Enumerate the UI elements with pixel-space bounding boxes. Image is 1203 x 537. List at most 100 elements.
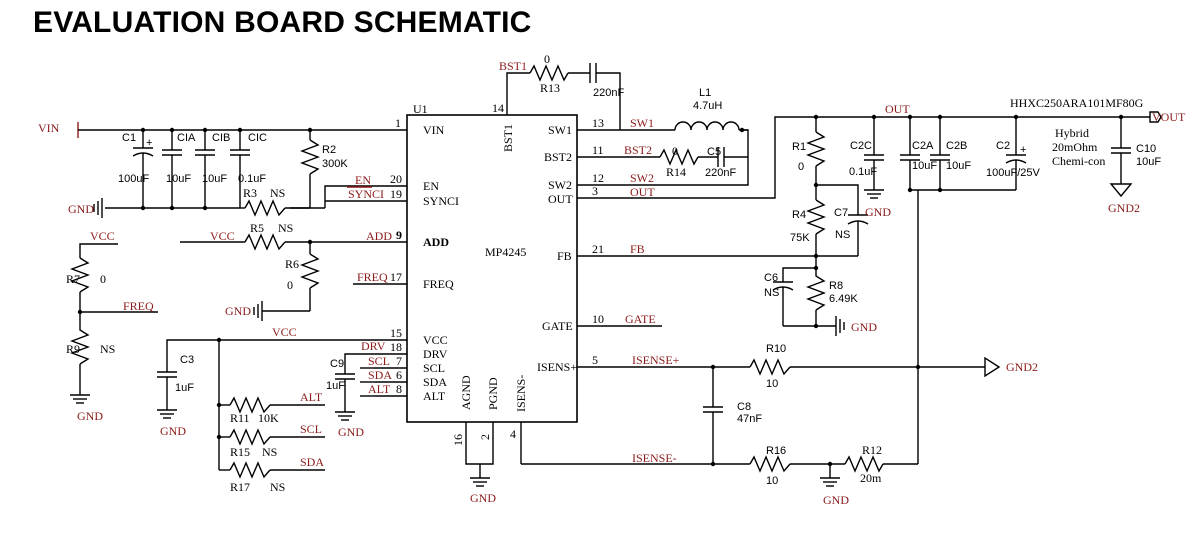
- freq-pin-label: FREQ: [357, 270, 388, 284]
- pin-name-alt: ALT: [423, 389, 446, 403]
- hybrid-note-3: Chemi-con: [1052, 154, 1105, 168]
- pin-num-2: 2: [478, 434, 492, 440]
- pin-name-fb: FB: [557, 249, 572, 263]
- ic-body: [406, 114, 578, 423]
- out-pin-net-label: OUT: [630, 185, 655, 199]
- pin-name-bst2: BST2: [544, 150, 572, 164]
- c2b-value: 10uF: [946, 160, 971, 172]
- ic-right-pins: 13 SW1 11 BST2 12 SW2 3 OUT 21 FB 10 GAT…: [537, 116, 615, 374]
- c2-plus-icon: +: [1020, 144, 1026, 156]
- c6-value: NS: [764, 287, 779, 299]
- c2b-ref: C2B: [946, 140, 967, 152]
- c10-ref: C10: [1136, 143, 1156, 155]
- cia-ref: CIA: [177, 132, 196, 144]
- vcc-label-c3: VCC: [272, 325, 297, 339]
- synci-net-label: SYNCI: [348, 187, 384, 201]
- hybrid-note-2: 20mOhm: [1052, 140, 1098, 154]
- c8-ref: C8: [737, 401, 751, 413]
- r12-value: 20m: [860, 471, 882, 485]
- vin-label: VIN: [38, 121, 60, 135]
- sw1-net-label: SW1: [630, 116, 654, 130]
- gnd2-label-isense: GND2: [1006, 360, 1038, 374]
- pin-name-sda: SDA: [423, 375, 447, 389]
- vcc-label-r5: VCC: [210, 229, 235, 243]
- current-sense: ISENSE+ R10 10 GND2 C8 47nF ISENSE- R16 …: [521, 343, 1038, 507]
- pin-num-5: 5: [592, 353, 598, 367]
- scl-pin-label: SCL: [368, 354, 390, 368]
- sw2-net-label: SW2: [630, 171, 654, 185]
- r2-ref: R2: [322, 144, 336, 156]
- c2-ref: C2: [996, 140, 1010, 152]
- c7-ref: C7: [834, 207, 848, 219]
- pin-num-18: 18: [390, 340, 402, 354]
- out-net: OUT OUT HHXC250ARA101MF80G VOUT: [615, 96, 1186, 199]
- gnd-label-isense: GND: [823, 493, 849, 507]
- sda-pin-label: SDA: [368, 368, 392, 382]
- sda-net-label: SDA: [300, 455, 324, 469]
- cib-ref: CIB: [212, 132, 230, 144]
- pin-num-14: 14: [492, 101, 504, 115]
- pin-name-out: OUT: [548, 192, 573, 206]
- pin-name-drv: DRV: [423, 347, 448, 361]
- cia-value: 10uF: [166, 173, 191, 185]
- alt-pin-label: ALT: [368, 382, 391, 396]
- r10-value: 10: [766, 378, 778, 390]
- gnd-label-r6: GND: [225, 304, 251, 318]
- r7-value: 0: [100, 272, 106, 286]
- r13-value: 0: [544, 52, 550, 66]
- pin-name-vcc: VCC: [423, 333, 448, 347]
- fb-divider: R1 0 R4 75K C7 NS FB C6 NS R8 6.49K GND: [615, 117, 877, 336]
- vcc-label-r7: VCC: [90, 229, 115, 243]
- r4-value: 75K: [790, 232, 810, 244]
- r17-value: NS: [270, 480, 285, 494]
- r2-value: 300K: [322, 158, 348, 170]
- vcc-network: VCC C3 1uF GND: [157, 325, 375, 438]
- l1-value: 4.7uH: [693, 100, 722, 112]
- r6-value: 0: [287, 278, 293, 292]
- c4-value: 220nF: [593, 87, 624, 99]
- r3-value: NS: [270, 186, 285, 200]
- l1-ref: L1: [699, 87, 711, 99]
- bst1-net-label: BST1: [499, 59, 527, 73]
- en-net-label: EN: [355, 173, 371, 187]
- isense-p-net-label: ISENSE+: [632, 353, 680, 367]
- freq-network: FREQ VCC R7 0 FREQ R9 NS GND: [66, 229, 388, 423]
- gnd2-label-c10: GND2: [1108, 201, 1140, 215]
- vout-label: VOUT: [1152, 110, 1186, 124]
- c2a-value: 10uF: [912, 160, 937, 172]
- r9-ref: R9: [66, 342, 80, 356]
- bst1-network: BST1 R13 0 220nF: [499, 52, 624, 130]
- input-caps: C1 + 100uF CIA 10uF CIB 10uF CIC 0.1uF G…: [68, 130, 267, 218]
- hybrid-note-1: Hybrid: [1055, 126, 1089, 140]
- fb-net-label: FB: [630, 242, 645, 256]
- c2a-ref: C2A: [912, 140, 934, 152]
- c1-ref: C1: [122, 132, 136, 144]
- r14-ref: R14: [666, 165, 686, 179]
- c2c-value: 0.1uF: [849, 166, 877, 178]
- gnd-label-c9: GND: [338, 425, 364, 439]
- r17-ref: R17: [230, 480, 250, 494]
- c7-value: NS: [835, 229, 850, 241]
- pin-num-8: 8: [396, 382, 402, 396]
- r5-value: NS: [278, 221, 293, 235]
- ground-symbol-ic: [470, 477, 490, 487]
- pin-name-synci: SYNCI: [423, 194, 459, 208]
- scl-net-label: SCL: [300, 422, 322, 436]
- bst2-network: BST2 R14 0 C5 220nF: [615, 143, 748, 179]
- c3-ref: C3: [180, 354, 194, 366]
- pin-num-9: 9: [396, 228, 402, 242]
- pin-num-15: 15: [390, 326, 402, 340]
- page-title: EVALUATION BOARD SCHEMATIC: [33, 6, 532, 39]
- r8-ref: R8: [829, 280, 843, 292]
- part-number-note: HHXC250ARA101MF80G: [1010, 96, 1144, 110]
- pullup-resistors: R11 10K ALT R15 NS SCL R17 NS SDA: [218, 340, 325, 494]
- pin-name-freq: FREQ: [423, 277, 454, 291]
- r2-resistor: R2 300K EN SYNCI: [290, 130, 384, 209]
- pin-num-12: 12: [592, 171, 604, 185]
- pin-name-gate: GATE: [542, 319, 573, 333]
- ic-top-bottom-pins: 14 BST1 16 2 4 AGND PGND ISENS- GND: [451, 80, 528, 505]
- add-network: VCC R5 NS ADD R6 0 GND: [180, 221, 392, 321]
- pin-name-agnd: AGND: [459, 375, 473, 410]
- pin-name-isens-p: ISENS+: [537, 360, 577, 374]
